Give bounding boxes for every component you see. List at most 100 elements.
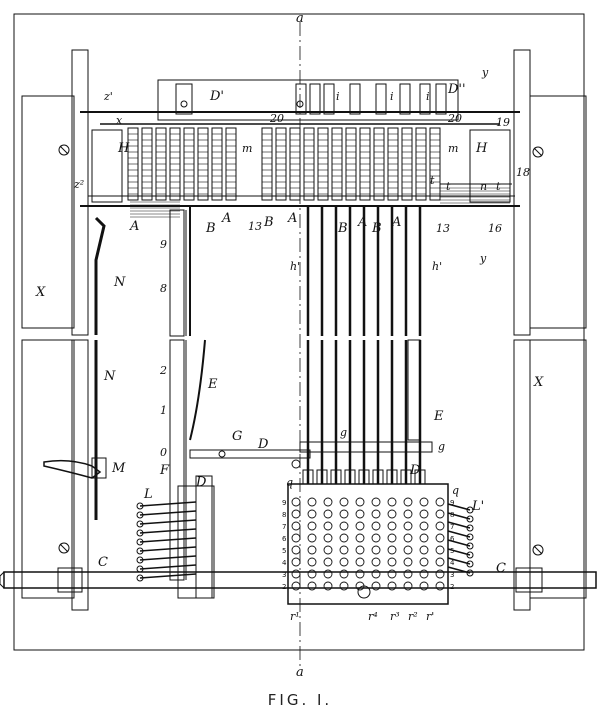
key-button: [339, 521, 349, 531]
key-button: [307, 509, 317, 519]
label-i-3: i: [426, 90, 430, 103]
lever-L-prime: [447, 521, 471, 529]
key-button: [307, 545, 317, 555]
key-digit: 4: [282, 559, 287, 567]
key-button: [435, 533, 445, 543]
label-t-1: t: [430, 174, 435, 187]
lever-L: [139, 564, 197, 570]
key-button: [435, 497, 445, 507]
register-window: [399, 83, 411, 115]
label-A-3: A: [287, 211, 297, 226]
key-button: [403, 521, 413, 531]
key-digit: 6: [282, 535, 287, 543]
gear-housing-right: [469, 129, 511, 203]
center-screw: [357, 585, 371, 599]
label-r1: r¹: [290, 610, 300, 623]
bar-G-pin: [218, 450, 226, 458]
key-button: [339, 581, 349, 591]
register-window: [175, 83, 193, 115]
label-B-2: B: [263, 215, 274, 230]
label-z-prime: z': [103, 90, 113, 103]
key-button: [339, 557, 349, 567]
register-window: [309, 83, 321, 115]
label-16: 16: [488, 222, 502, 235]
lever-L-tip: [136, 520, 144, 528]
right-plate-upper: [529, 95, 587, 329]
lever-L-tip: [136, 502, 144, 510]
register-window: [323, 83, 335, 115]
key-button: [323, 533, 333, 543]
levers-L: [136, 501, 197, 582]
key-button: [355, 521, 365, 531]
key-digit: 5: [450, 547, 454, 555]
key-button: [371, 545, 381, 555]
key-button: [323, 569, 333, 579]
keyboard-frame: [287, 483, 449, 605]
bar-g: [299, 441, 433, 453]
key-button: [291, 557, 301, 567]
key-button: [435, 509, 445, 519]
lever-L-prime-tip: [466, 524, 474, 532]
key-button: [291, 545, 301, 555]
label-r1b: r': [426, 610, 434, 623]
key-button: [355, 497, 365, 507]
key-button: [307, 521, 317, 531]
key-button: [355, 533, 365, 543]
left-column-lower: [71, 339, 89, 611]
screw-left-upper: [58, 144, 70, 156]
label-C-right: C: [496, 561, 506, 576]
lever-L: [139, 528, 197, 534]
key-button: [419, 569, 429, 579]
label-X-upper: X: [35, 285, 46, 300]
key-button: [291, 533, 301, 543]
label-y-top: y: [481, 66, 489, 79]
key-button: [323, 581, 333, 591]
lever-L-prime-tip: [466, 533, 474, 541]
scale-digit-9: 9: [160, 238, 167, 251]
key-digit: 5: [282, 547, 286, 555]
label-m-left: m: [242, 142, 252, 155]
rods-lower: [302, 340, 426, 485]
label-r2: r²: [408, 610, 418, 623]
register-window: [349, 83, 361, 115]
key-digit: 7: [282, 523, 286, 531]
label-13-right: 13: [436, 222, 450, 235]
key-button: [435, 521, 445, 531]
figure-caption: FIG. I.: [268, 691, 332, 709]
label-h-prime-2: h': [432, 260, 442, 273]
key-button: [419, 509, 429, 519]
curved-wire: [189, 339, 206, 441]
label-n: n: [480, 180, 487, 193]
lever-L-prime: [447, 548, 471, 556]
key-digit: 2: [282, 583, 286, 591]
key-button: [387, 509, 397, 519]
register-window: [435, 83, 447, 115]
scale-digit-1: 1: [160, 404, 167, 417]
lever-L-tip: [136, 547, 144, 555]
key-digit: 8: [450, 511, 454, 519]
lever-L-tip: [136, 538, 144, 546]
key-button: [387, 545, 397, 555]
key-button: [371, 509, 381, 519]
lever-L-tip: [136, 529, 144, 537]
key-button: [387, 581, 397, 591]
label-B-1: B: [205, 221, 216, 236]
shaft-C: [3, 571, 597, 589]
label-N-upper: N: [113, 275, 126, 290]
label-A-4: A: [357, 215, 367, 230]
handle-M: [43, 459, 102, 479]
label-t-3: t: [496, 180, 501, 193]
lever-L-tip: [136, 556, 144, 564]
bar-G-pin-2: [291, 459, 301, 469]
drawing-frame: [13, 13, 585, 651]
key-digit: 8: [282, 511, 286, 519]
key-button: [419, 533, 429, 543]
shaft-collar-left: [57, 567, 83, 593]
lever-L: [139, 510, 197, 516]
axis-label-top: a: [296, 11, 304, 26]
screw-slot: [59, 145, 69, 155]
key-button: [291, 569, 301, 579]
key-digit: 9: [282, 499, 286, 507]
shaft-collar-right: [515, 567, 543, 593]
